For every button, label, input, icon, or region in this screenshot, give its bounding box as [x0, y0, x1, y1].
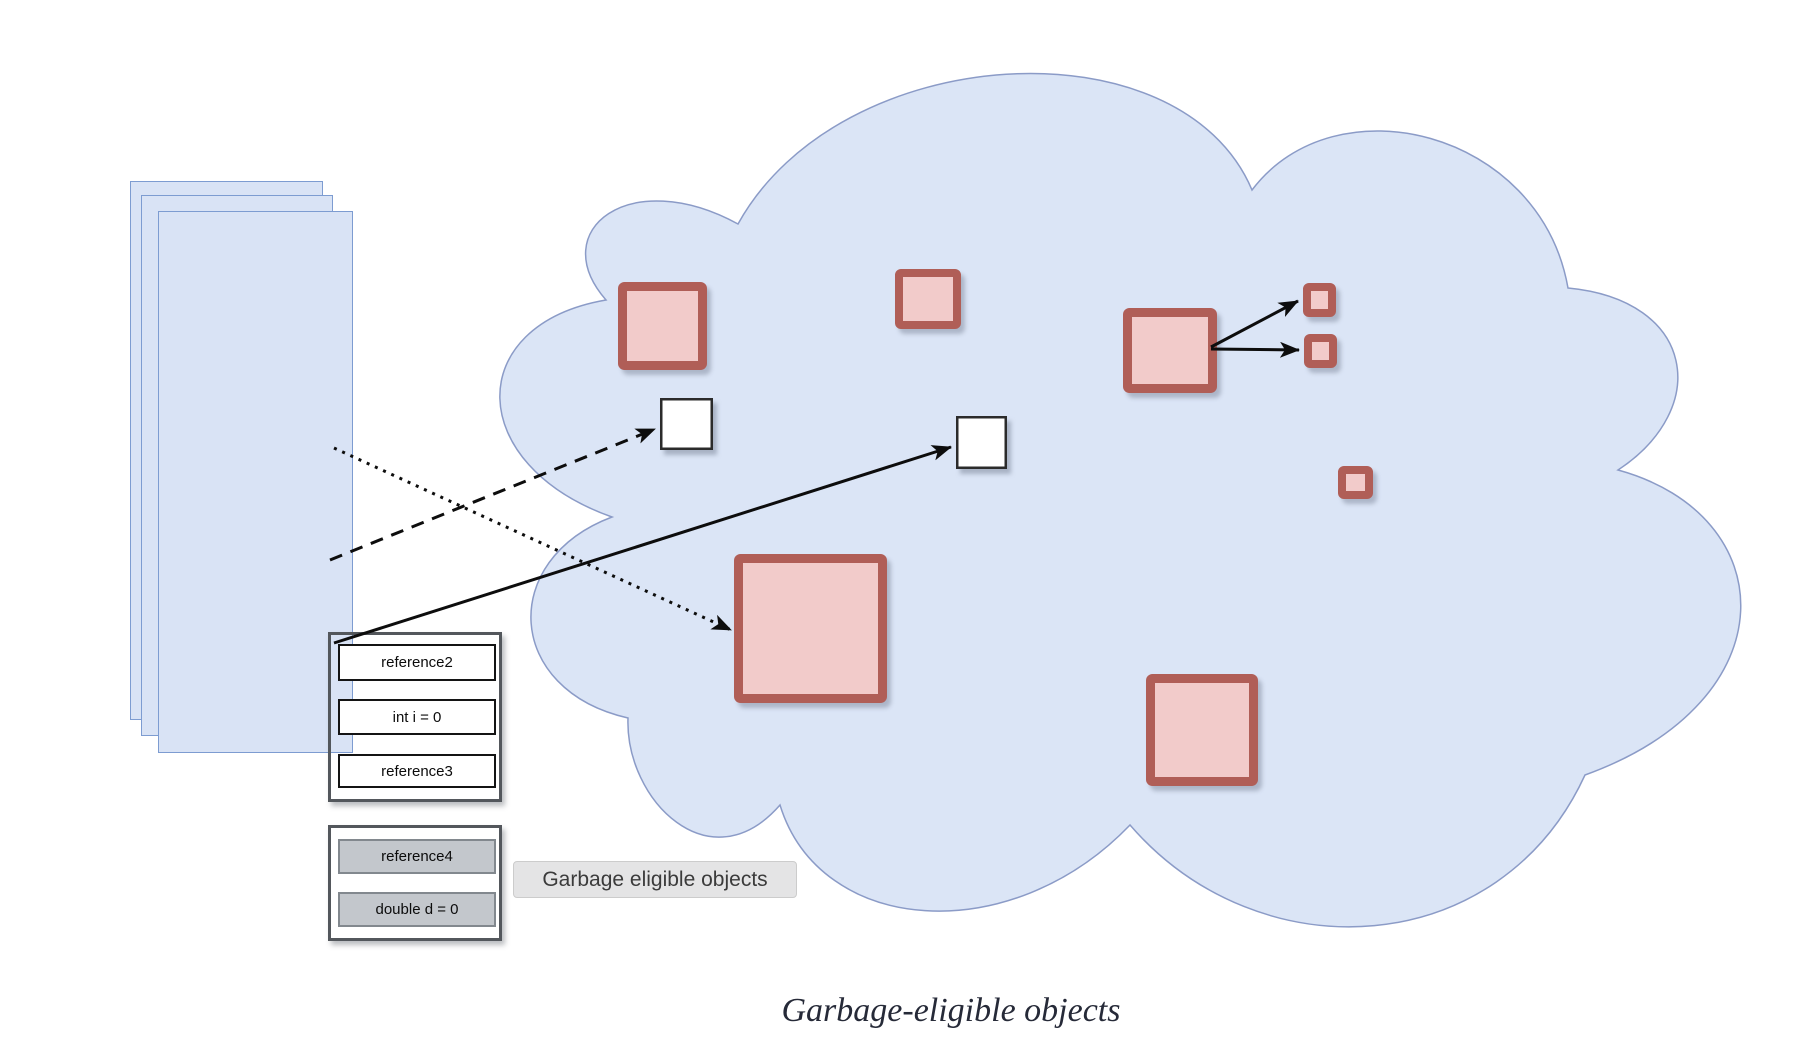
heap-object-garbage-2	[895, 269, 961, 329]
variable-row-double-d: double d = 0	[338, 892, 496, 927]
variable-label: reference3	[381, 762, 453, 780]
variable-group-active: reference2 int i = 0 reference3	[328, 632, 502, 802]
variable-label: int i = 0	[392, 708, 442, 726]
variable-row-int-i: int i = 0	[338, 699, 496, 735]
arrow-garbage-3-to-3b	[1210, 341, 1300, 358]
heap-object-ref4-object	[956, 416, 1007, 469]
heap-object-garbage-4	[1338, 466, 1373, 499]
heap-object-garbage-5	[734, 554, 887, 703]
variable-row-reference2: reference2	[338, 644, 496, 681]
reference-arrows-group	[329, 299, 1300, 645]
heap-cloud	[499, 72, 1742, 928]
variable-label: double d = 0	[375, 901, 459, 918]
variable-label: reference2	[381, 654, 453, 671]
arrow-garbage-3-to-3a	[1210, 299, 1299, 349]
arrow-reference3-to-ref2-object	[329, 427, 656, 562]
heap-object-garbage-3b	[1304, 334, 1337, 368]
heap-annotation-label: Garbage eligible objects	[513, 861, 797, 898]
variable-label: reference4	[381, 848, 453, 865]
stack-frame-front: reference2 int i = 0 reference3 referenc…	[158, 211, 502, 941]
heap-object-garbage-3	[1123, 308, 1217, 393]
heap-annotation-text: Garbage eligible objects	[542, 867, 768, 891]
heap-objects-group	[618, 269, 1373, 786]
arrow-reference2-to-garbage-5	[333, 446, 732, 632]
heap-object-garbage-3a	[1303, 283, 1336, 317]
figure-caption: Garbage-eligible objects	[781, 992, 1121, 1029]
arrow-reference4-to-ref4-object	[333, 445, 952, 645]
variable-row-reference3: reference3	[338, 754, 496, 788]
heap-object-garbage-1	[618, 282, 707, 370]
heap-object-garbage-6	[1146, 674, 1258, 786]
heap-object-ref2-object	[660, 398, 713, 450]
variable-row-reference4: reference4	[338, 839, 496, 874]
variable-group-out-of-scope: reference4 double d = 0	[328, 825, 502, 941]
